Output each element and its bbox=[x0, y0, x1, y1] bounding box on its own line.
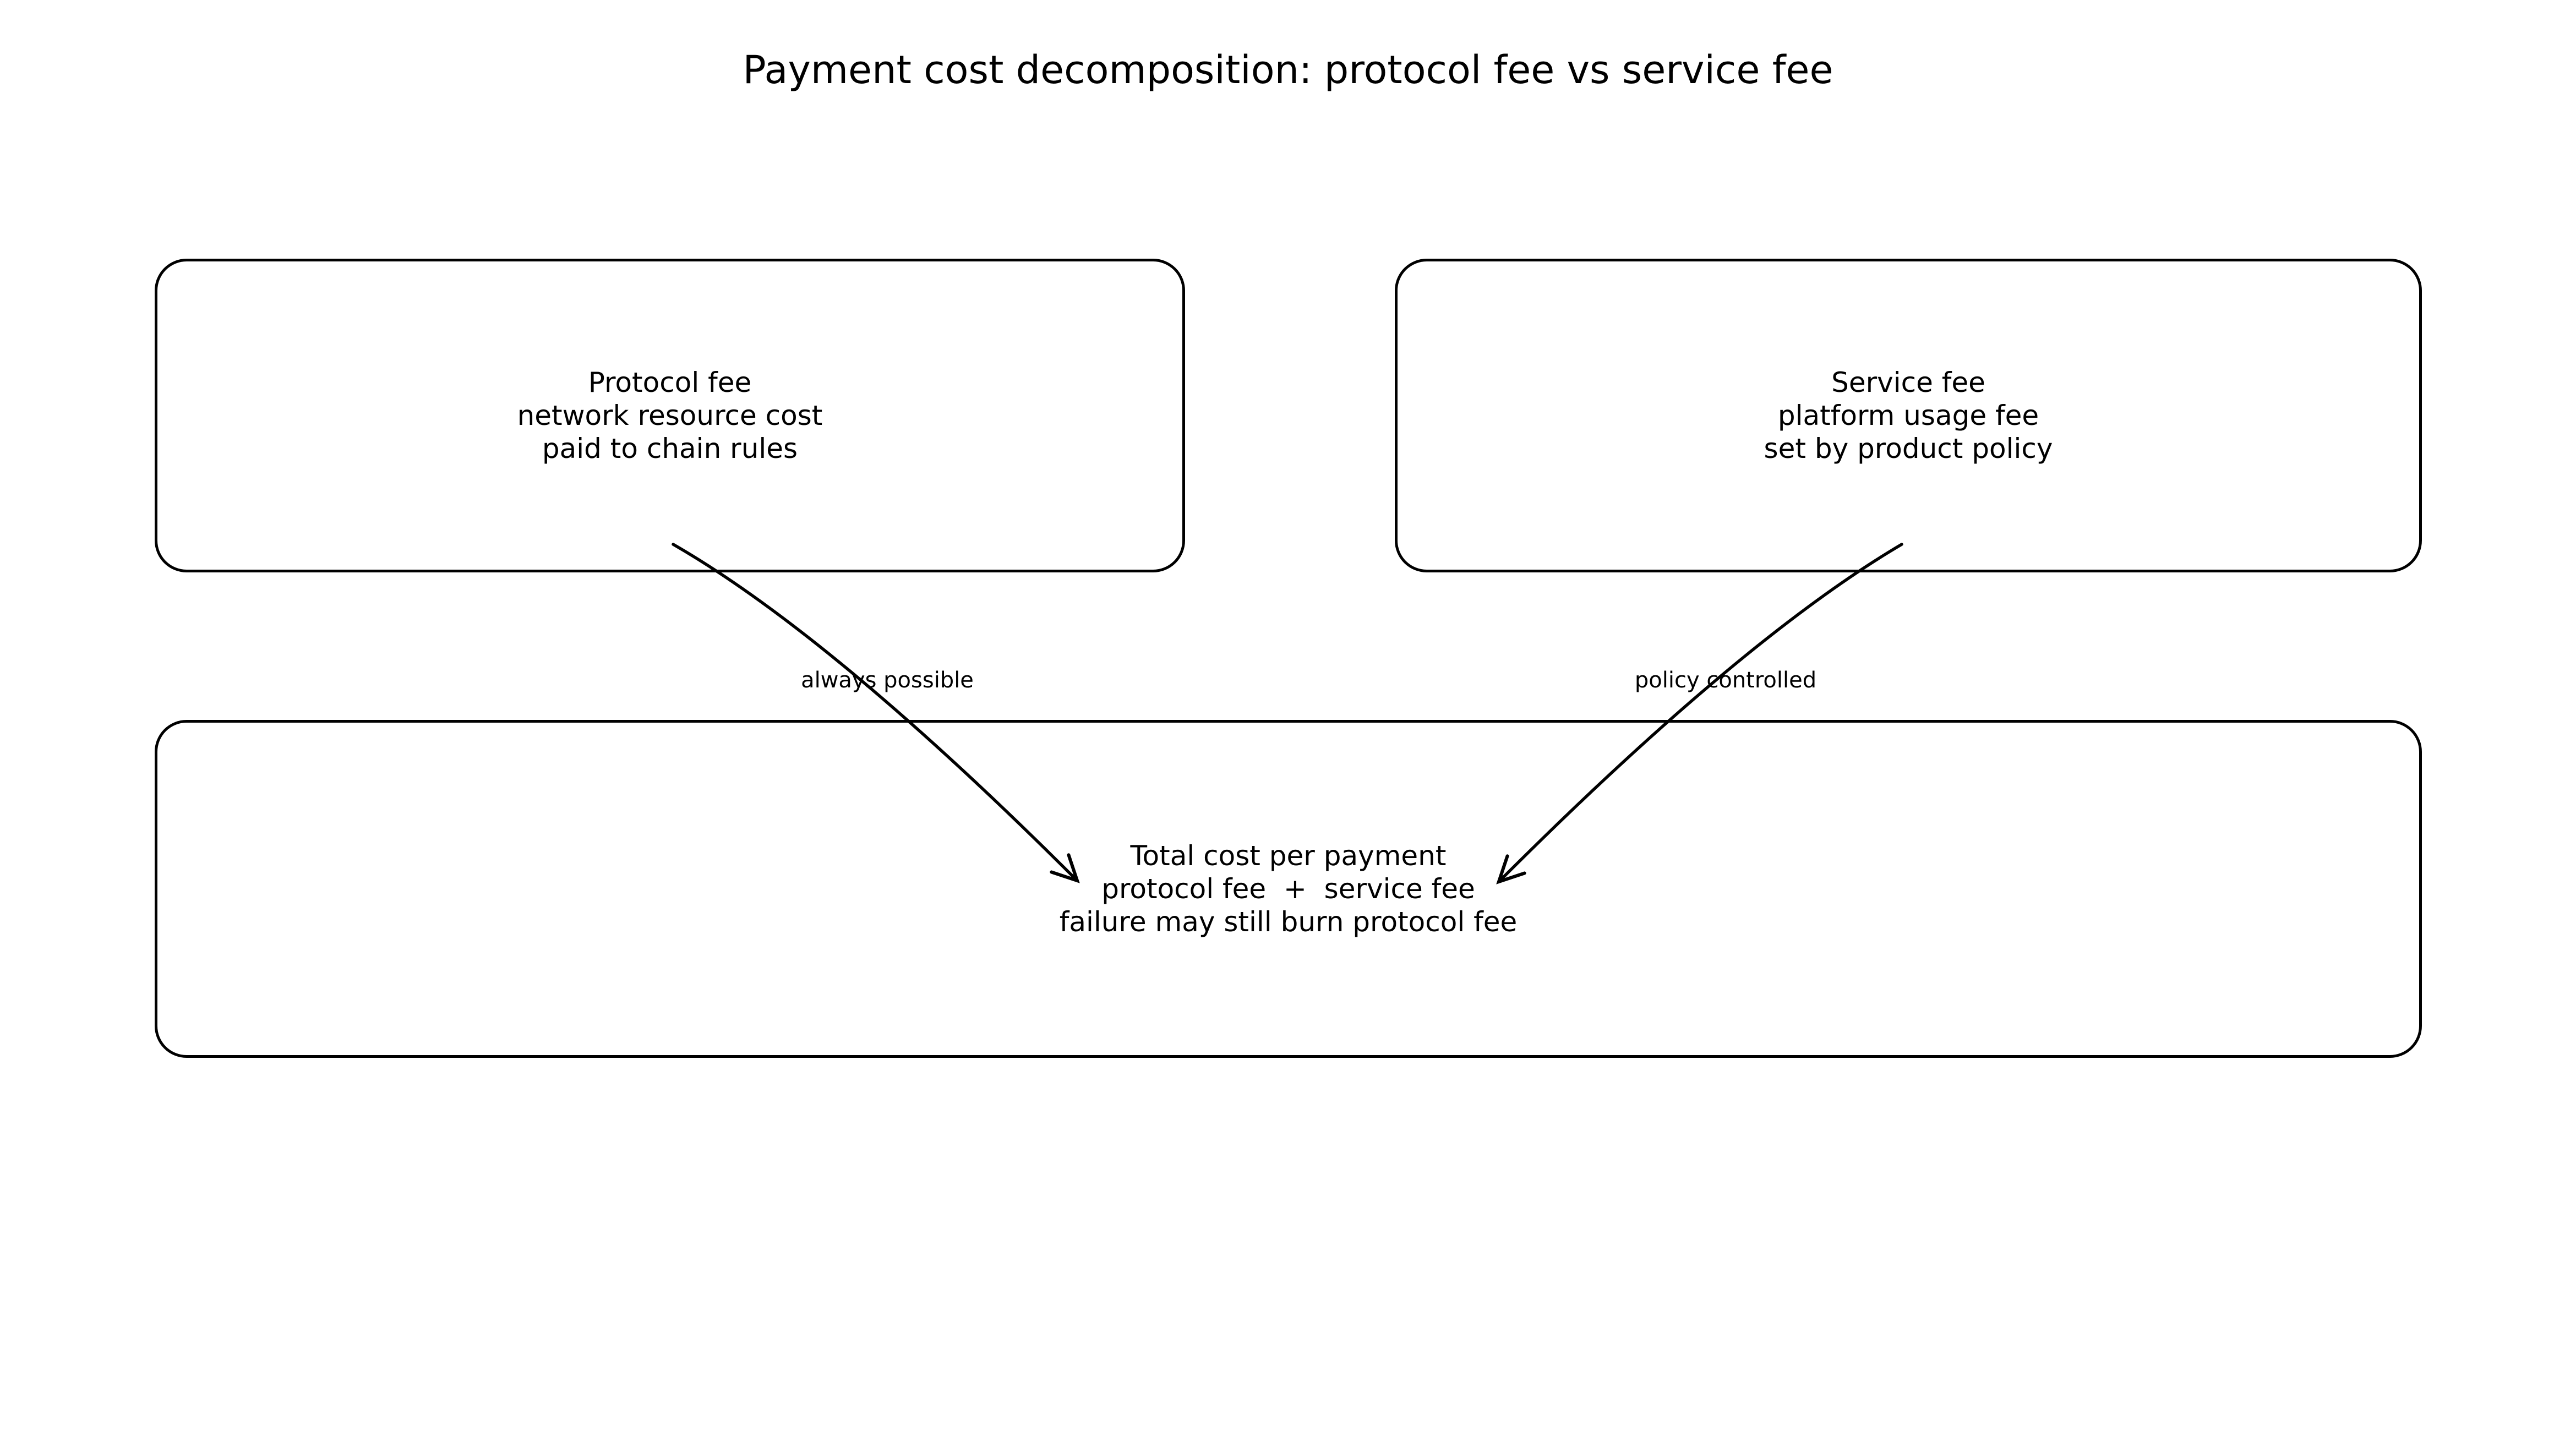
box-line: protocol fee + service fee bbox=[1101, 873, 1475, 905]
box-line: failure may still burn protocol fee bbox=[1059, 906, 1518, 938]
box-line: set by product policy bbox=[1764, 433, 2053, 465]
box-line: paid to chain rules bbox=[542, 433, 798, 465]
box-line: Protocol fee bbox=[588, 367, 752, 398]
diagram-title: Payment cost decomposition: protocol fee… bbox=[743, 47, 1833, 92]
total-cost-box: Total cost per payment protocol fee + se… bbox=[155, 720, 2422, 1058]
box-line: Service fee bbox=[1831, 367, 1985, 398]
total-cost-box-text: Total cost per payment protocol fee + se… bbox=[1060, 839, 1518, 938]
box-line: Total cost per payment bbox=[1130, 840, 1447, 872]
box-line: platform usage fee bbox=[1777, 400, 2039, 432]
service-fee-box-text: Service fee platform usage fee set by pr… bbox=[1764, 366, 2053, 465]
protocol-fee-box-text: Protocol fee network resource cost paid … bbox=[517, 366, 823, 465]
edge-label-policy-controlled: policy controlled bbox=[1634, 668, 1817, 693]
protocol-fee-box: Protocol fee network resource cost paid … bbox=[155, 259, 1185, 572]
service-fee-box: Service fee platform usage fee set by pr… bbox=[1395, 259, 2422, 572]
box-line: network resource cost bbox=[517, 400, 823, 432]
edge-label-always-possible: always possible bbox=[801, 668, 974, 693]
